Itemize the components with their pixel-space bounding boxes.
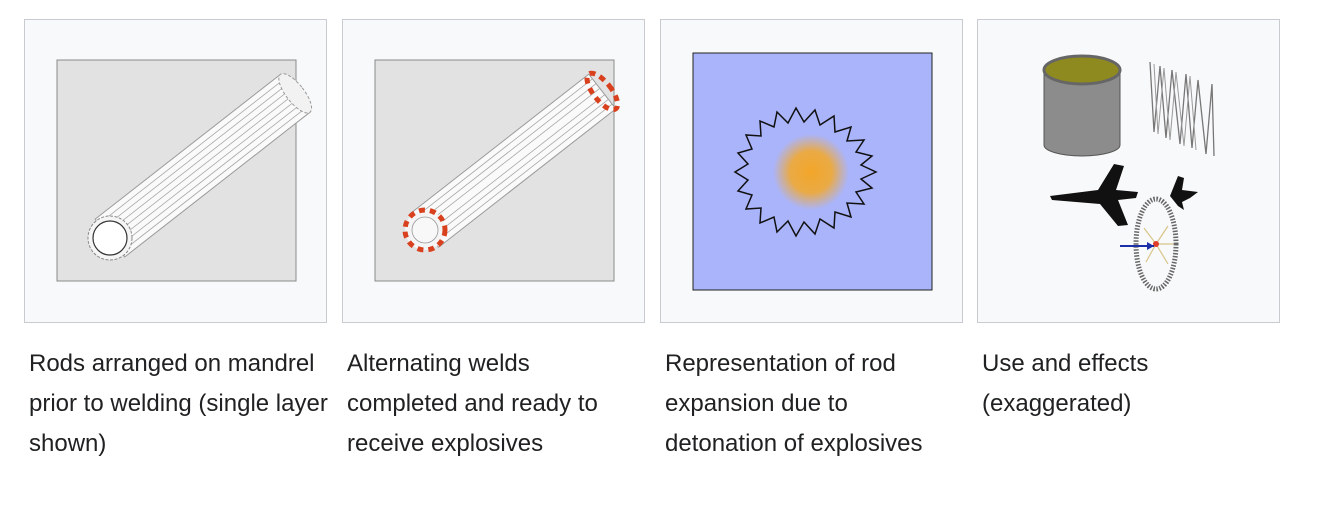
thumbnail-frame[interactable] bbox=[660, 19, 963, 323]
thumbnail-frame[interactable] bbox=[342, 19, 645, 323]
gallery-caption: Alternating welds completed and ready to… bbox=[347, 350, 598, 457]
gallery-item-rod-expansion: Representation of rod expansion due to d… bbox=[660, 19, 963, 457]
rod-expansion-diagram-icon bbox=[692, 52, 933, 291]
thumbnail-frame[interactable] bbox=[24, 19, 327, 323]
thumbnail-frame[interactable] bbox=[977, 19, 1280, 323]
gallery-item-use-and-effects: Use and effects (exaggerated) bbox=[977, 19, 1280, 417]
gallery-item-alternating-welds: Alternating welds completed and ready to… bbox=[342, 19, 645, 457]
use-and-effects-illustration-icon bbox=[1042, 54, 1215, 292]
gallery-item-rods-on-mandrel: Rods arranged on mandrel prior to weldin… bbox=[24, 19, 328, 457]
gallery-caption: Rods arranged on mandrel prior to weldin… bbox=[29, 350, 328, 457]
gallery-caption: Representation of rod expansion due to d… bbox=[665, 350, 923, 457]
rod-bundle-on-mandrel-icon bbox=[56, 59, 313, 282]
welded-rod-bundle-icon bbox=[374, 59, 621, 282]
gallery-caption: Use and effects (exaggerated) bbox=[982, 350, 1149, 417]
